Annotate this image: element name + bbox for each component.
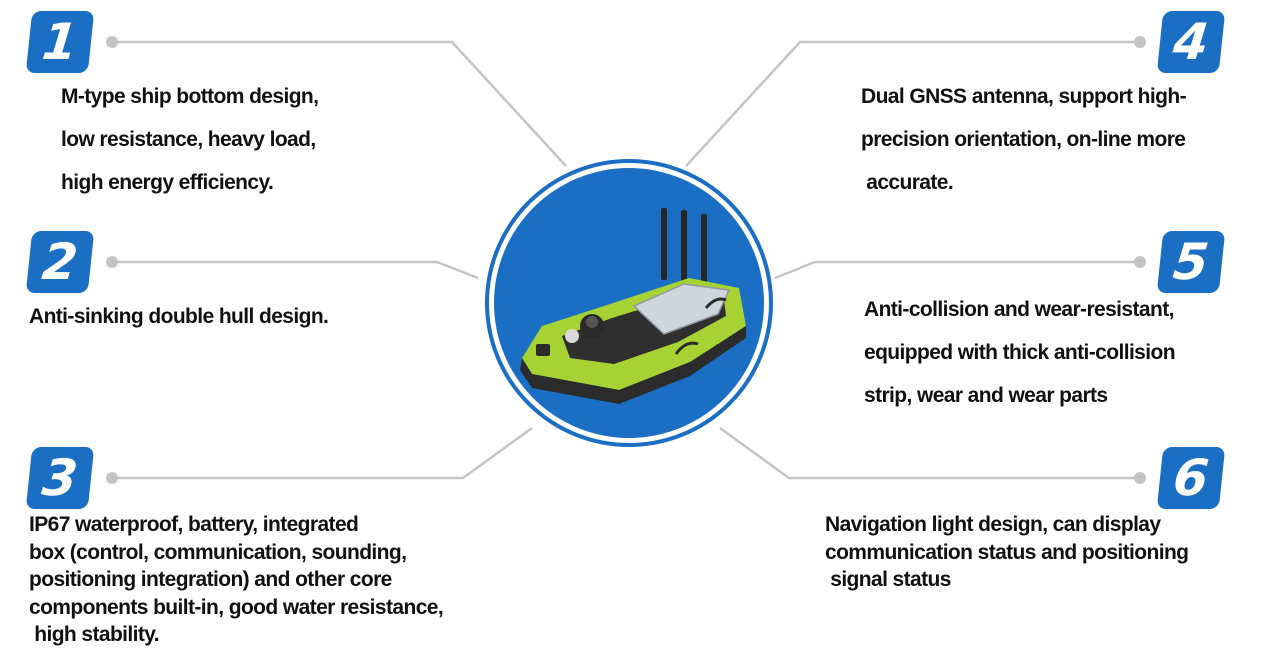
feature-3-line: box (control, communication, sounding, — [29, 540, 407, 564]
feature-3-line: positioning integration) and other core — [29, 568, 392, 591]
badge-number: 2 — [39, 233, 81, 291]
feature-1-line: low resistance, heavy load, — [61, 128, 316, 151]
feature-6-description: Navigation light design, can display com… — [825, 511, 1189, 594]
feature-3-line: high stability. — [29, 623, 160, 646]
badge-number: 1 — [39, 13, 81, 71]
feature-5-line: strip, wear and wear parts — [864, 384, 1108, 407]
feature-badge-4: 4 — [1156, 11, 1226, 73]
connector-dot-6 — [1134, 472, 1146, 484]
feature-badge-1: 1 — [25, 11, 95, 73]
feature-3-line: IP67 waterproof, battery, integrated — [29, 513, 359, 536]
connector-4 — [685, 40, 1140, 167]
connector-dot-4 — [1134, 36, 1146, 48]
connector-dot-2 — [106, 256, 118, 268]
connector-1 — [112, 40, 567, 167]
connector-2 — [112, 260, 479, 280]
feature-6-line: Navigation light design, can display — [825, 513, 1161, 536]
feature-badge-6: 6 — [1156, 447, 1226, 509]
connector-dot-5 — [1134, 256, 1146, 268]
feature-4-line: Dual GNSS antenna, support high- — [861, 85, 1187, 108]
feature-4-line: precision orientation, on-line more — [861, 128, 1186, 151]
feature-5-description: Anti-collision and wear-resistant, equip… — [864, 288, 1176, 417]
connector-dot-1 — [106, 36, 118, 48]
feature-6-line: communication status and positioning — [825, 540, 1189, 564]
badge-number: 6 — [1170, 449, 1212, 507]
connector-6 — [719, 426, 1140, 480]
badge-number: 4 — [1170, 13, 1212, 71]
feature-3-line: components built-in, good water resistan… — [29, 595, 444, 619]
connector-dot-3 — [106, 472, 118, 484]
control-box-cover-icon — [632, 283, 731, 335]
feature-5-line: Anti-collision and wear-resistant, — [864, 298, 1174, 321]
gnss-antennas-icon — [661, 208, 707, 288]
feature-4-line: accurate. — [861, 171, 954, 194]
feature-6-line: signal status — [825, 568, 951, 591]
feature-badge-2: 2 — [25, 231, 95, 293]
connector-3 — [112, 426, 533, 480]
feature-1-line: M-type ship bottom design, — [61, 85, 319, 108]
feature-4-description: Dual GNSS antenna, support high- precisi… — [861, 75, 1187, 204]
badge-number: 3 — [39, 449, 81, 507]
feature-badge-3: 3 — [25, 447, 95, 509]
feature-3-description: IP67 waterproof, battery, integrated box… — [29, 511, 444, 649]
feature-badge-5: 5 — [1156, 231, 1226, 293]
feature-1-description: M-type ship bottom design, low resistanc… — [61, 75, 319, 204]
feature-5-line: equipped with thick anti-collision — [864, 341, 1176, 364]
boat-illustration — [484, 158, 774, 448]
connector-5 — [774, 260, 1140, 280]
badge-number: 5 — [1170, 233, 1212, 291]
feature-2-description: Anti-sinking double hull design. — [29, 295, 329, 338]
feature-2-line: Anti-sinking double hull design. — [29, 305, 329, 328]
feature-1-line: high energy efficiency. — [61, 171, 274, 194]
